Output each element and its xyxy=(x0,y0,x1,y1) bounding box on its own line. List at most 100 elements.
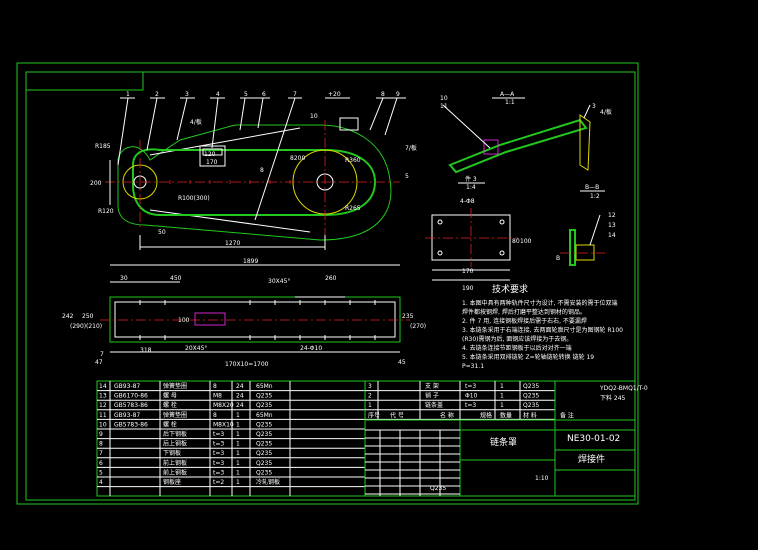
parts-left-cell: 前上钢板 xyxy=(163,468,187,476)
parts-left-cell: 1 xyxy=(236,431,240,438)
parts-header-cell: 数量 xyxy=(500,411,512,419)
parts-left-cell: 13 xyxy=(99,393,107,400)
parts-left-cell: t=3 xyxy=(213,450,224,457)
parts-left-cell: 24 xyxy=(236,393,244,400)
dim-250: 250 xyxy=(82,313,94,320)
balloon-4: 4 xyxy=(216,91,220,98)
parts-left-cell: 1 xyxy=(236,460,240,467)
chain-loop xyxy=(132,148,377,216)
dim-r100: R100(300) xyxy=(178,195,210,202)
dim-7: 7 xyxy=(100,351,104,358)
parts-left-cell: t=2 xyxy=(213,479,224,486)
parts-right-cell: Q235 xyxy=(523,402,539,409)
tech-item-1: 1. 本图中具有两种轨件尺寸为设计, 不需安装的需于位双端 xyxy=(462,299,617,307)
bb-plate xyxy=(569,229,576,266)
parts-left-cell: Q235 xyxy=(256,393,272,400)
tech-requirements: 技术要求 1. 本图中具有两种轨件尺寸为设计, 不需安装的需于位双端 焊件都按钢… xyxy=(462,283,623,370)
tech-item-7: 5. 本链条采用双排链轮 Z=轮轴链轮转换 链轮 19 xyxy=(462,353,594,361)
bb-view: B—B 1:2 12 13 14 B xyxy=(556,184,616,266)
tech-item-4: 3. 本链条采用于右端连接, 去两面轮廓尺寸是为图钢轮 R100 xyxy=(462,326,623,334)
parts-left-cell: Q235 xyxy=(256,460,272,467)
parts-left-cell: 14 xyxy=(99,383,107,390)
detail-190: 190 xyxy=(462,285,474,292)
front-outline xyxy=(109,296,401,343)
detail-170: 170 xyxy=(462,268,474,275)
bb-balloon-14: 14 xyxy=(608,232,616,239)
parts-header-cell: 序号 xyxy=(368,411,380,419)
parts-left-cell: 1 xyxy=(236,479,240,486)
frame-border xyxy=(25,71,636,501)
balloon-5: 5 xyxy=(244,91,248,98)
aa-bracket xyxy=(579,114,591,171)
aa-view: A—A 1:1 10 11 3 4/板 xyxy=(440,91,612,174)
parts-left-cell: 1 xyxy=(236,412,240,419)
parts-left-cell: Q235 xyxy=(256,421,272,428)
parts-right-cell: t=3 xyxy=(465,402,476,409)
parts-left-cell: 冷轧钢板 xyxy=(256,478,280,486)
aa-plate xyxy=(448,118,588,174)
tech-item-5: (R30)需钢为后, 面钢应该焊接为于去钢。 xyxy=(462,335,572,343)
dim-45: 45 xyxy=(398,359,406,366)
parts-left-cell: 7 xyxy=(99,450,103,457)
tech-item-3: 2. 件 7 用, 连接钢板焊接后需于右右, 不要漏焊 xyxy=(462,317,587,325)
dim-1700: 170X10=1700 xyxy=(225,361,269,368)
dim-8: 8 xyxy=(260,167,264,174)
parts-left-cell: 前上钢板 xyxy=(163,459,187,467)
parts-left-cell: 弹簧垫圈 xyxy=(163,411,187,419)
tech-item-2: 焊件都按钢焊, 焊后打磨平整达到钢材的钢品。 xyxy=(462,308,586,316)
parts-left-cell: 后上钢板 xyxy=(163,440,187,448)
parts-header-cell: 规格 xyxy=(480,411,492,419)
parts-header-cell: 代 号 xyxy=(390,411,404,419)
aa-title: A—A xyxy=(500,91,515,98)
dim-318: 318 xyxy=(140,347,152,354)
parts-right-cell: 1 xyxy=(500,383,504,390)
bb-bolt xyxy=(575,244,595,261)
tech-title: 技术要求 xyxy=(492,283,528,295)
dim-r265: R265 xyxy=(345,205,361,212)
parts-left-cell: 9 xyxy=(99,431,103,438)
parts-header-cell: 备 注 xyxy=(560,411,574,419)
parts-right-cell: 3 xyxy=(368,383,372,390)
parts-left-cell: 12 xyxy=(99,402,107,409)
dim-242: 242 xyxy=(62,313,74,320)
aa-note-sub: 4/板 xyxy=(600,108,612,116)
parts-left-cell: 8 xyxy=(99,441,103,448)
detail-title: 件 3 xyxy=(465,175,477,183)
detail-holes: 4-Φ8 xyxy=(460,198,475,205)
detail-scale: 1:4 xyxy=(466,184,476,191)
parts-left-cell: Q235 xyxy=(256,469,272,476)
dim-r360: R360 xyxy=(345,157,361,164)
dim-100: 100 xyxy=(178,317,190,324)
sheet-border xyxy=(16,62,639,505)
top-view: 1 2 3 4 5 6 7 8 9 1270 50 R185 200 R120 … xyxy=(90,91,417,250)
tech-item-6: 4. 去链条连接节距钢板于以后对对齐一端 xyxy=(462,344,572,352)
parts-right-cell: 链条盖 xyxy=(425,401,443,409)
parts-left-cell: t=3 xyxy=(213,469,224,476)
aa-balloon-10: 10 xyxy=(440,95,448,102)
parts-right-cell: t=3 xyxy=(465,383,476,390)
parts-left-cell: 螺 母 xyxy=(163,392,177,400)
dim-r120: R120 xyxy=(98,208,114,215)
parts-left-cell: 1 xyxy=(236,421,240,428)
parts-right-cell: 1 xyxy=(500,402,504,409)
parts-right-cell: Q235 xyxy=(523,383,539,390)
parts-right-cell: 1 xyxy=(500,393,504,400)
dim-270: (270) xyxy=(410,323,426,330)
parts-left-cell: GB93-87 xyxy=(114,412,140,419)
tech-item-8: P=31.1 xyxy=(462,363,484,370)
parts-left-cell: Q235 xyxy=(256,431,272,438)
drawing-type: 焊接件 xyxy=(578,453,605,465)
title-scale: 1:10 xyxy=(535,475,549,482)
dim-290: (290) xyxy=(70,323,86,330)
parts-left-cell: 24 xyxy=(236,383,244,390)
dim-50: 50 xyxy=(158,229,166,236)
parts-left-cell: M8 xyxy=(213,393,222,400)
dim-210: (210) xyxy=(86,323,102,330)
balloon-1: 1 xyxy=(126,91,130,98)
aa-bolt xyxy=(483,139,499,155)
aa-balloon-11: 11 xyxy=(440,103,448,110)
dim-1270: 1270 xyxy=(225,240,240,247)
drawing-name: 链条罩 xyxy=(490,436,517,448)
parts-left-cell: GB5783-86 xyxy=(114,421,148,428)
